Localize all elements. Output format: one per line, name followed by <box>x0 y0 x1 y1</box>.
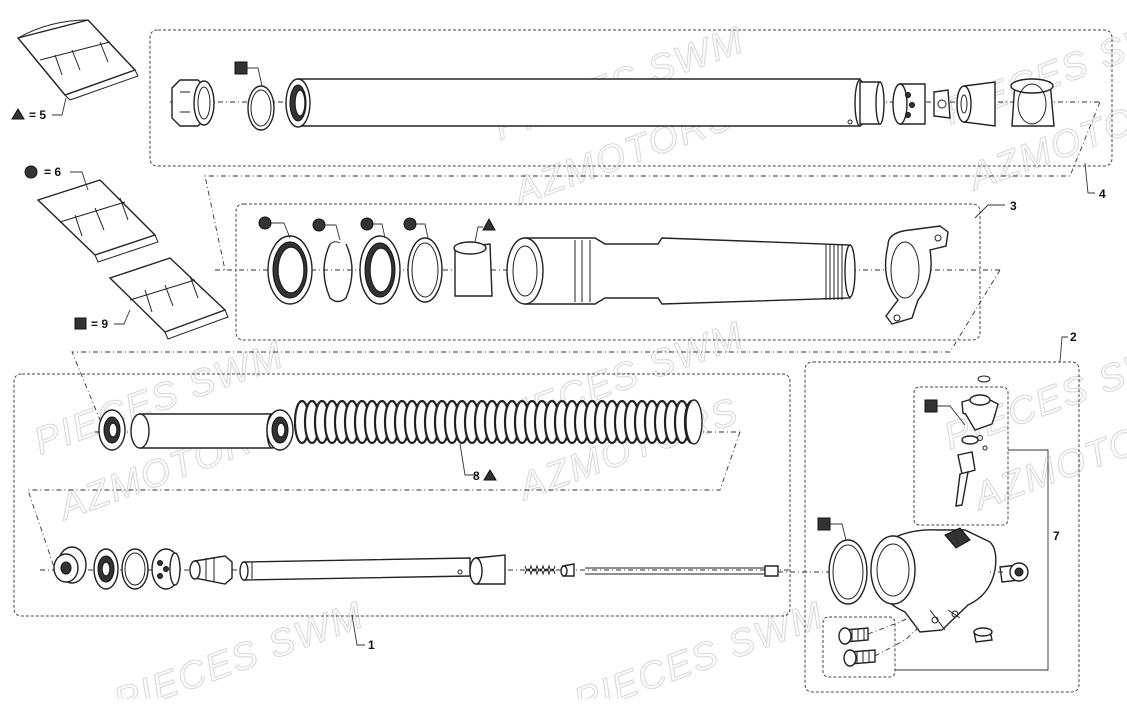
dust-seal <box>359 217 401 305</box>
axle-bolts <box>838 615 919 667</box>
callout-4-label: 4 <box>1099 187 1106 201</box>
spring-seat-2 <box>266 409 294 451</box>
legend-bag-square <box>108 257 229 340</box>
spring-seat <box>98 409 126 451</box>
callout-8: 8 <box>459 443 497 483</box>
circle-marker-icon <box>312 218 326 232</box>
legend-circle: = 6 <box>24 165 89 191</box>
legend-circle-label: = 6 <box>44 165 61 179</box>
adjuster-rod <box>585 565 779 577</box>
compression-adjuster <box>924 375 999 507</box>
callout-1-label: 1 <box>368 638 375 652</box>
legend-bag-circle <box>36 179 159 263</box>
watermark-pieces-swm-6: PIECES SWM <box>109 594 370 699</box>
circle-marker-icon <box>24 165 38 179</box>
legend-square-label: = 9 <box>91 317 108 331</box>
triangle-marker-icon <box>482 217 496 231</box>
fork-cap-nut <box>171 79 215 127</box>
small-spring <box>524 564 556 576</box>
square-marker-icon <box>234 61 248 75</box>
damper-nut <box>53 546 87 584</box>
inner-tube <box>506 237 856 305</box>
callout-3: 3 <box>974 199 1017 219</box>
fork-foot <box>870 527 997 633</box>
damper-bush <box>469 554 506 585</box>
assembly-lines <box>27 101 1101 571</box>
damper-ring <box>121 548 149 590</box>
group-4 <box>149 29 1113 167</box>
group-3 <box>215 203 1000 341</box>
legend-bag-triangle <box>16 19 139 101</box>
callout-7-label: 7 <box>1053 529 1060 543</box>
legend-triangle: = 5 <box>11 97 67 122</box>
drain-screw <box>999 562 1029 583</box>
fork-clamp <box>884 225 949 325</box>
group-1: 8 <box>13 373 791 617</box>
top-guide-bushing <box>956 81 996 127</box>
legend-square: = 9 <box>74 309 131 331</box>
fork-seal <box>258 216 313 305</box>
fork-spring <box>293 399 703 445</box>
callout-2-label: 2 <box>1070 330 1077 344</box>
legend-triangle-label: = 5 <box>29 108 46 122</box>
callout-8-label: 8 <box>473 469 480 483</box>
circle-marker-icon <box>403 217 417 231</box>
square-marker-icon <box>924 399 938 413</box>
small-plug <box>973 627 993 643</box>
callout-4: 4 <box>1084 162 1106 201</box>
circle-marker-icon <box>258 216 272 230</box>
triangle-marker-icon <box>483 469 497 481</box>
o-ring-bottom <box>817 517 868 605</box>
circle-marker-icon <box>360 217 374 231</box>
triangle-marker-icon <box>11 108 25 120</box>
square-marker-icon <box>817 517 831 531</box>
callout-1: 1 <box>351 614 375 652</box>
rod-end <box>189 555 233 585</box>
top-cup <box>1010 78 1055 127</box>
callout-2: 2 <box>1059 330 1077 363</box>
damper-washer <box>93 548 119 590</box>
damper-rod <box>239 557 471 581</box>
o-ring-top <box>234 61 275 131</box>
watermark-pieces-swm-7: PIECES SWM <box>569 594 830 699</box>
circlip <box>312 218 353 303</box>
outer-tube <box>285 78 885 128</box>
group-2 <box>778 361 1080 693</box>
seal-washer <box>403 217 443 303</box>
callout-3-label: 3 <box>1010 199 1017 213</box>
square-marker-icon <box>74 317 87 330</box>
callout-7: 7 <box>1053 529 1060 543</box>
needle-end <box>560 563 575 577</box>
piston <box>151 548 181 590</box>
top-valve-parts <box>892 83 951 125</box>
spacer-tube <box>130 413 278 449</box>
slide-bushing <box>453 217 496 297</box>
